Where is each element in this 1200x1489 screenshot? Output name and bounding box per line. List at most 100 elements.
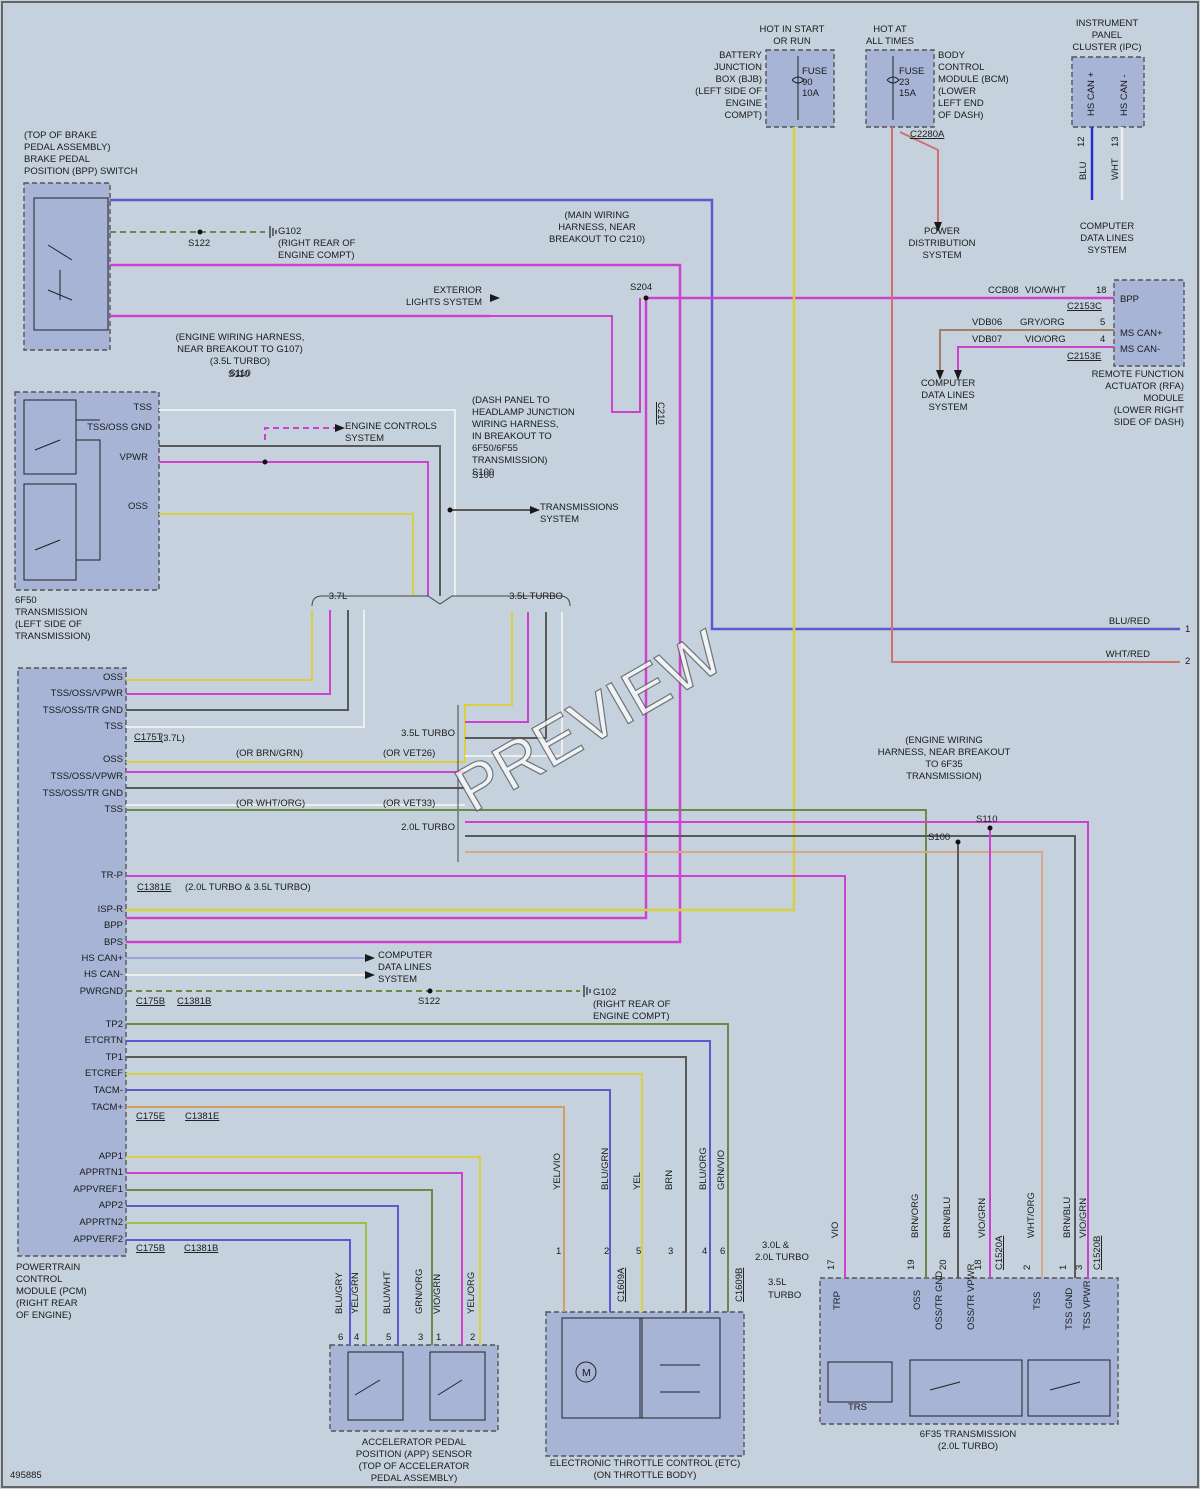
bjb-box bbox=[765, 49, 835, 128]
etc-conn: C1609A bbox=[616, 1267, 627, 1302]
pcm-label: MODULE (PCM) bbox=[16, 1286, 87, 1297]
bpp-label: PEDAL ASSEMBLY) bbox=[24, 142, 111, 153]
wire-vio-org-rfa bbox=[957, 346, 1114, 370]
wire-35-brn bbox=[126, 612, 547, 789]
power-dist: DISTRIBUTION bbox=[908, 238, 975, 249]
bcm-hot: ALL TIMES bbox=[866, 36, 914, 47]
6f35-wire: BRN/BLU bbox=[942, 1197, 953, 1238]
main-harness: HARNESS, NEAR bbox=[558, 222, 636, 233]
trans-6f50-pin: VPWR bbox=[120, 452, 149, 463]
trans-6f50-pin: OSS bbox=[128, 501, 148, 512]
dash-panel: IN BREAKOUT TO bbox=[472, 431, 552, 442]
bjb-fuse-symbol bbox=[791, 56, 805, 120]
pcm-pin: HS CAN- bbox=[84, 969, 123, 980]
pcm-pin: ETCREF bbox=[85, 1068, 123, 1079]
dash-panel: HEADLAMP JUNCTION bbox=[472, 407, 575, 418]
pcm-conn: C175E bbox=[136, 1111, 165, 1122]
engine-harness-6f35: TO 6F35 bbox=[925, 759, 962, 770]
app-pin-num: 3 bbox=[418, 1332, 423, 1343]
trans-6f35-box bbox=[819, 1277, 1119, 1425]
rfa-wire: VIO/WHT bbox=[1025, 285, 1066, 296]
app-wire: YEL/ORG bbox=[466, 1272, 477, 1314]
wire-yel-org-bjb bbox=[126, 127, 796, 912]
splice: S122 bbox=[188, 238, 210, 249]
bracket-variants bbox=[311, 595, 571, 607]
wire-blu-org-etcrtn bbox=[126, 1040, 711, 1312]
wire-37-vio bbox=[126, 610, 331, 695]
bjb-hot: OR RUN bbox=[773, 36, 811, 47]
wire-vio-grn-engine bbox=[264, 427, 335, 440]
6f35-pin: OSS/TR VPWR bbox=[966, 1263, 977, 1330]
g102-top: (RIGHT REAR OF bbox=[278, 238, 356, 249]
etc-label: (ON THROTTLE BODY) bbox=[594, 1470, 697, 1481]
rfa-label: SIDE OF DASH) bbox=[1114, 417, 1184, 428]
ipc-box bbox=[1071, 56, 1145, 128]
g102-top: ENGINE COMPT) bbox=[278, 250, 355, 261]
etc-pin-num: 3 bbox=[668, 1246, 673, 1257]
etc-pin-num: 6 bbox=[720, 1246, 725, 1257]
rfa-label: (LOWER RIGHT bbox=[1114, 405, 1184, 416]
trans-6f35-label: 6F35 TRANSMISSION bbox=[920, 1429, 1017, 1440]
6f35-pin-num: 1 bbox=[1058, 1265, 1069, 1270]
variant: (2.0L TURBO & 3.5L TURBO) bbox=[185, 882, 311, 893]
rfa-circuit: VDB07 bbox=[972, 334, 1002, 345]
ipc-label: INSTRUMENT bbox=[1076, 18, 1138, 29]
bcm-label: OF DASH) bbox=[938, 110, 983, 121]
exit-wire-num: 1 bbox=[1185, 624, 1190, 635]
6f35-wire: VIO/GRN bbox=[1078, 1198, 1089, 1238]
etc-wire: BRN bbox=[664, 1170, 675, 1190]
pcm-pin: ISP-R bbox=[98, 904, 123, 915]
6f35-pin: OSS/TR GND bbox=[934, 1271, 945, 1330]
cdl-pcm: SYSTEM bbox=[378, 974, 417, 985]
variant: (OR VET33) bbox=[383, 798, 435, 809]
pcm-pin: PWRGND bbox=[80, 986, 123, 997]
pcm-conn: C175T bbox=[134, 732, 163, 743]
pcm-pin: OSS bbox=[103, 754, 123, 765]
rfa-circuit: VDB06 bbox=[972, 317, 1002, 328]
6f35-pin: TSS GND bbox=[1064, 1288, 1075, 1330]
wire-grn-org-appvref1 bbox=[126, 1189, 433, 1345]
ipc-label: CLUSTER (IPC) bbox=[1072, 42, 1141, 53]
rfa-pin: MS CAN- bbox=[1120, 344, 1160, 355]
pcm-conn: C1381E bbox=[185, 1111, 219, 1122]
pcm-pin: APPRTN2 bbox=[79, 1217, 123, 1228]
exterior-lights: EXTERIOR bbox=[433, 285, 482, 296]
etc-wire: YEL bbox=[632, 1172, 643, 1190]
bjb-label: BOX (BJB) bbox=[716, 74, 762, 85]
wire-vio-wht-s204 bbox=[110, 298, 641, 413]
6f35-pin: TSS bbox=[1032, 1292, 1043, 1310]
bcm-fuse: FUSE bbox=[899, 66, 924, 77]
bjb-hot: HOT IN START bbox=[760, 24, 825, 35]
wire-gry-org bbox=[939, 329, 1114, 370]
pcm-label: CONTROL bbox=[16, 1274, 62, 1285]
pcm-pin: TR-P bbox=[101, 870, 123, 881]
app-label: (TOP OF ACCELERATOR bbox=[359, 1461, 470, 1472]
pcm-label: (RIGHT REAR bbox=[16, 1298, 78, 1309]
main-harness: BREAKOUT TO C210) bbox=[549, 234, 645, 245]
bcm-label: MODULE (BCM) bbox=[938, 74, 1009, 85]
etc-box bbox=[545, 1311, 745, 1457]
6f35-pin-num: 20 bbox=[938, 1259, 949, 1270]
wire-vio-grn-apprtn1 bbox=[126, 1172, 463, 1345]
trans-6f50-pin: TSS/OSS GND bbox=[87, 422, 152, 433]
app-wire: BLU/GRY bbox=[334, 1272, 345, 1314]
rfa-wire: GRY/ORG bbox=[1020, 317, 1065, 328]
wire-20-brn bbox=[465, 835, 1076, 1278]
trans-6f50-sensors bbox=[23, 399, 101, 581]
6f35-pin-num: 19 bbox=[906, 1259, 917, 1270]
bpp-label: (TOP OF BRAKE bbox=[24, 130, 97, 141]
wire-wht-vio-tss bbox=[159, 409, 456, 596]
variant: (OR BRN/GRN) bbox=[236, 748, 303, 759]
bjb-fuse: 90 bbox=[802, 77, 813, 88]
rfa-conn: C2153C bbox=[1067, 301, 1102, 312]
g102-bottom: (RIGHT REAR OF bbox=[593, 999, 671, 1010]
bpp-switch-symbol bbox=[33, 197, 109, 331]
app-label: ACCELERATOR PEDAL bbox=[362, 1437, 466, 1448]
etc-pin-num: 1 bbox=[556, 1246, 561, 1257]
cdl-rfa: SYSTEM bbox=[928, 402, 967, 413]
6f35-wire: WHT/ORG bbox=[1026, 1192, 1037, 1238]
pcm-pin: TP2 bbox=[106, 1019, 123, 1030]
app-wire: GRN/ORG bbox=[414, 1269, 425, 1314]
app-pin-num: 5 bbox=[386, 1332, 391, 1343]
